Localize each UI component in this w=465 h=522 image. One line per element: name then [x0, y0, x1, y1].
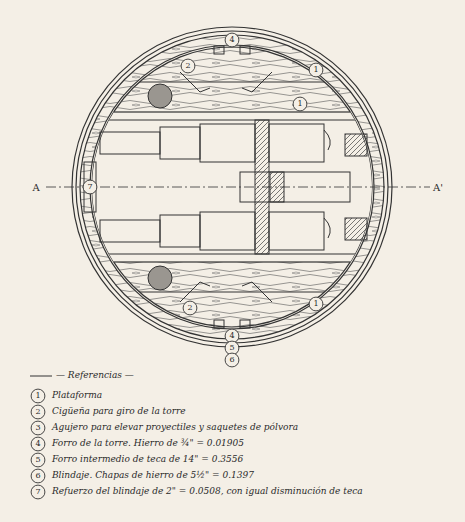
- callout-circle: [225, 353, 239, 367]
- callout-number: 7: [87, 183, 92, 192]
- callout-number: 6: [35, 472, 40, 481]
- callout-number: 6: [229, 356, 234, 365]
- label-patch: [30, 181, 41, 194]
- legend-text: Cigüeña para giro de la torre: [52, 407, 186, 417]
- label-patch: [431, 181, 445, 194]
- callout-circle: [31, 389, 45, 403]
- legend-text: Agujero para elevar proyectiles y saquet…: [52, 423, 298, 433]
- callout-circle: [31, 437, 45, 451]
- callout-number: 2: [187, 304, 192, 313]
- callout-number: 1: [297, 100, 302, 109]
- callout-circle: [31, 421, 45, 435]
- callout-number: 4: [229, 332, 234, 341]
- legend-text: Blindaje. Chapas de hierro de 5½" = 0.13…: [52, 471, 254, 481]
- legend-text: Refuerzo del blindaje de 2" = 0.0508, co…: [52, 487, 363, 497]
- callout-circle: [31, 485, 45, 499]
- section-mark: A': [433, 182, 443, 193]
- callout-number: 4: [229, 36, 234, 45]
- callout-number: 4: [35, 440, 40, 449]
- callout-circle: [309, 63, 323, 77]
- callout-number: 2: [185, 62, 190, 71]
- callout-circle: [183, 301, 197, 315]
- callout-number: 5: [229, 344, 234, 353]
- callout-circle: [83, 180, 97, 194]
- callout-number: 1: [313, 300, 318, 309]
- callout-number: 1: [35, 392, 40, 401]
- callout-circle: [31, 453, 45, 467]
- callout-circle: [31, 405, 45, 419]
- callout-circle: [181, 59, 195, 73]
- callout-circle: [293, 97, 307, 111]
- callout-number: 7: [35, 488, 40, 497]
- callout-number: 3: [35, 424, 40, 433]
- callout-number: 5: [35, 456, 40, 465]
- legend-title: — Referencias —: [56, 371, 134, 381]
- callout-number: 2: [35, 408, 40, 417]
- section-mark: A: [32, 182, 39, 193]
- legend-text: Forro intermedio de teca de 14" = 0.3556: [52, 455, 243, 465]
- legend-text: Forro de la torre. Hierro de ¾" = 0.0190…: [52, 439, 244, 449]
- callout-circle: [225, 33, 239, 47]
- callout-number: 1: [313, 66, 318, 75]
- callout-circle: [31, 469, 45, 483]
- legend-text: Plataforma: [52, 391, 102, 401]
- callout-circle: [309, 297, 323, 311]
